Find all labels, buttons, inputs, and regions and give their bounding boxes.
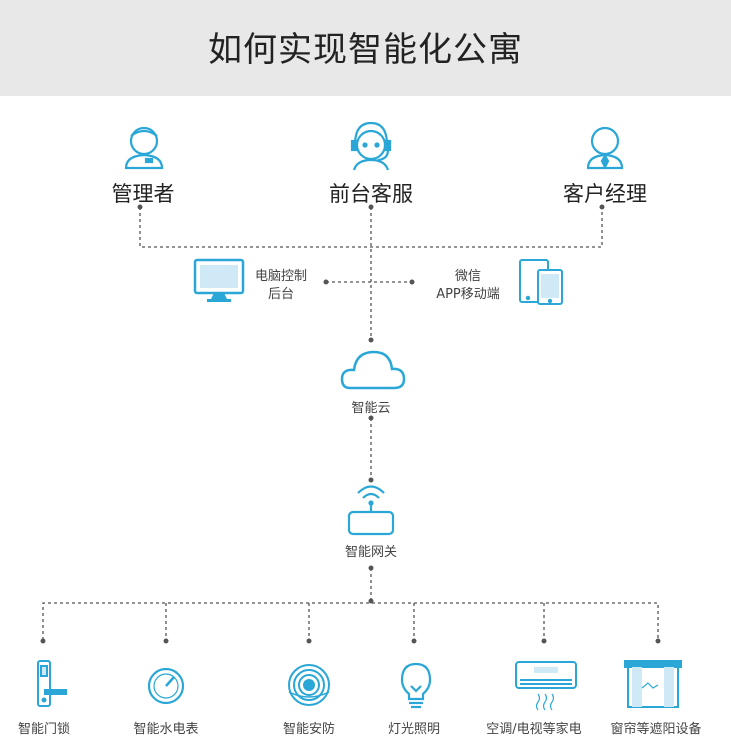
cloud-icon (340, 350, 406, 390)
cloud-label: 智能云 (351, 401, 391, 416)
role-label-manager: 管理者 (111, 182, 175, 206)
light-bulb-icon (400, 662, 432, 709)
device-label-meter: 智能水电表 (133, 722, 199, 737)
device-label-ac-tv: 空调/电视等家电 (486, 722, 582, 737)
wechat-app-label: 微信 APP移动端 (436, 269, 500, 302)
device-label-security: 智能安防 (282, 722, 335, 737)
meter-icon (147, 667, 185, 705)
customer-service-icon (350, 121, 392, 171)
role-label-frontdesk: 前台客服 (329, 182, 413, 206)
smart-lock-icon (37, 660, 67, 707)
device-label-lock: 智能门锁 (17, 722, 70, 737)
smoke-detector-icon (288, 664, 330, 706)
account-manager-icon (586, 126, 624, 170)
device-label-curtain: 窗帘等遮阳设备 (610, 722, 702, 737)
air-conditioner-icon (515, 661, 577, 711)
gateway-icon (347, 485, 395, 536)
header-band (0, 0, 731, 96)
curtain-icon (624, 660, 682, 708)
gateway-label: 智能网关 (344, 545, 397, 560)
pc-backend-label: 电脑控制 后台 (254, 269, 307, 302)
role-label-account-manager: 客户经理 (563, 182, 647, 206)
phone-tablet-icon (519, 259, 563, 305)
monitor-icon (193, 258, 245, 302)
page-title: 如何实现智能化公寓 (208, 30, 523, 70)
device-label-light: 灯光照明 (387, 722, 440, 737)
manager-icon (124, 126, 164, 170)
